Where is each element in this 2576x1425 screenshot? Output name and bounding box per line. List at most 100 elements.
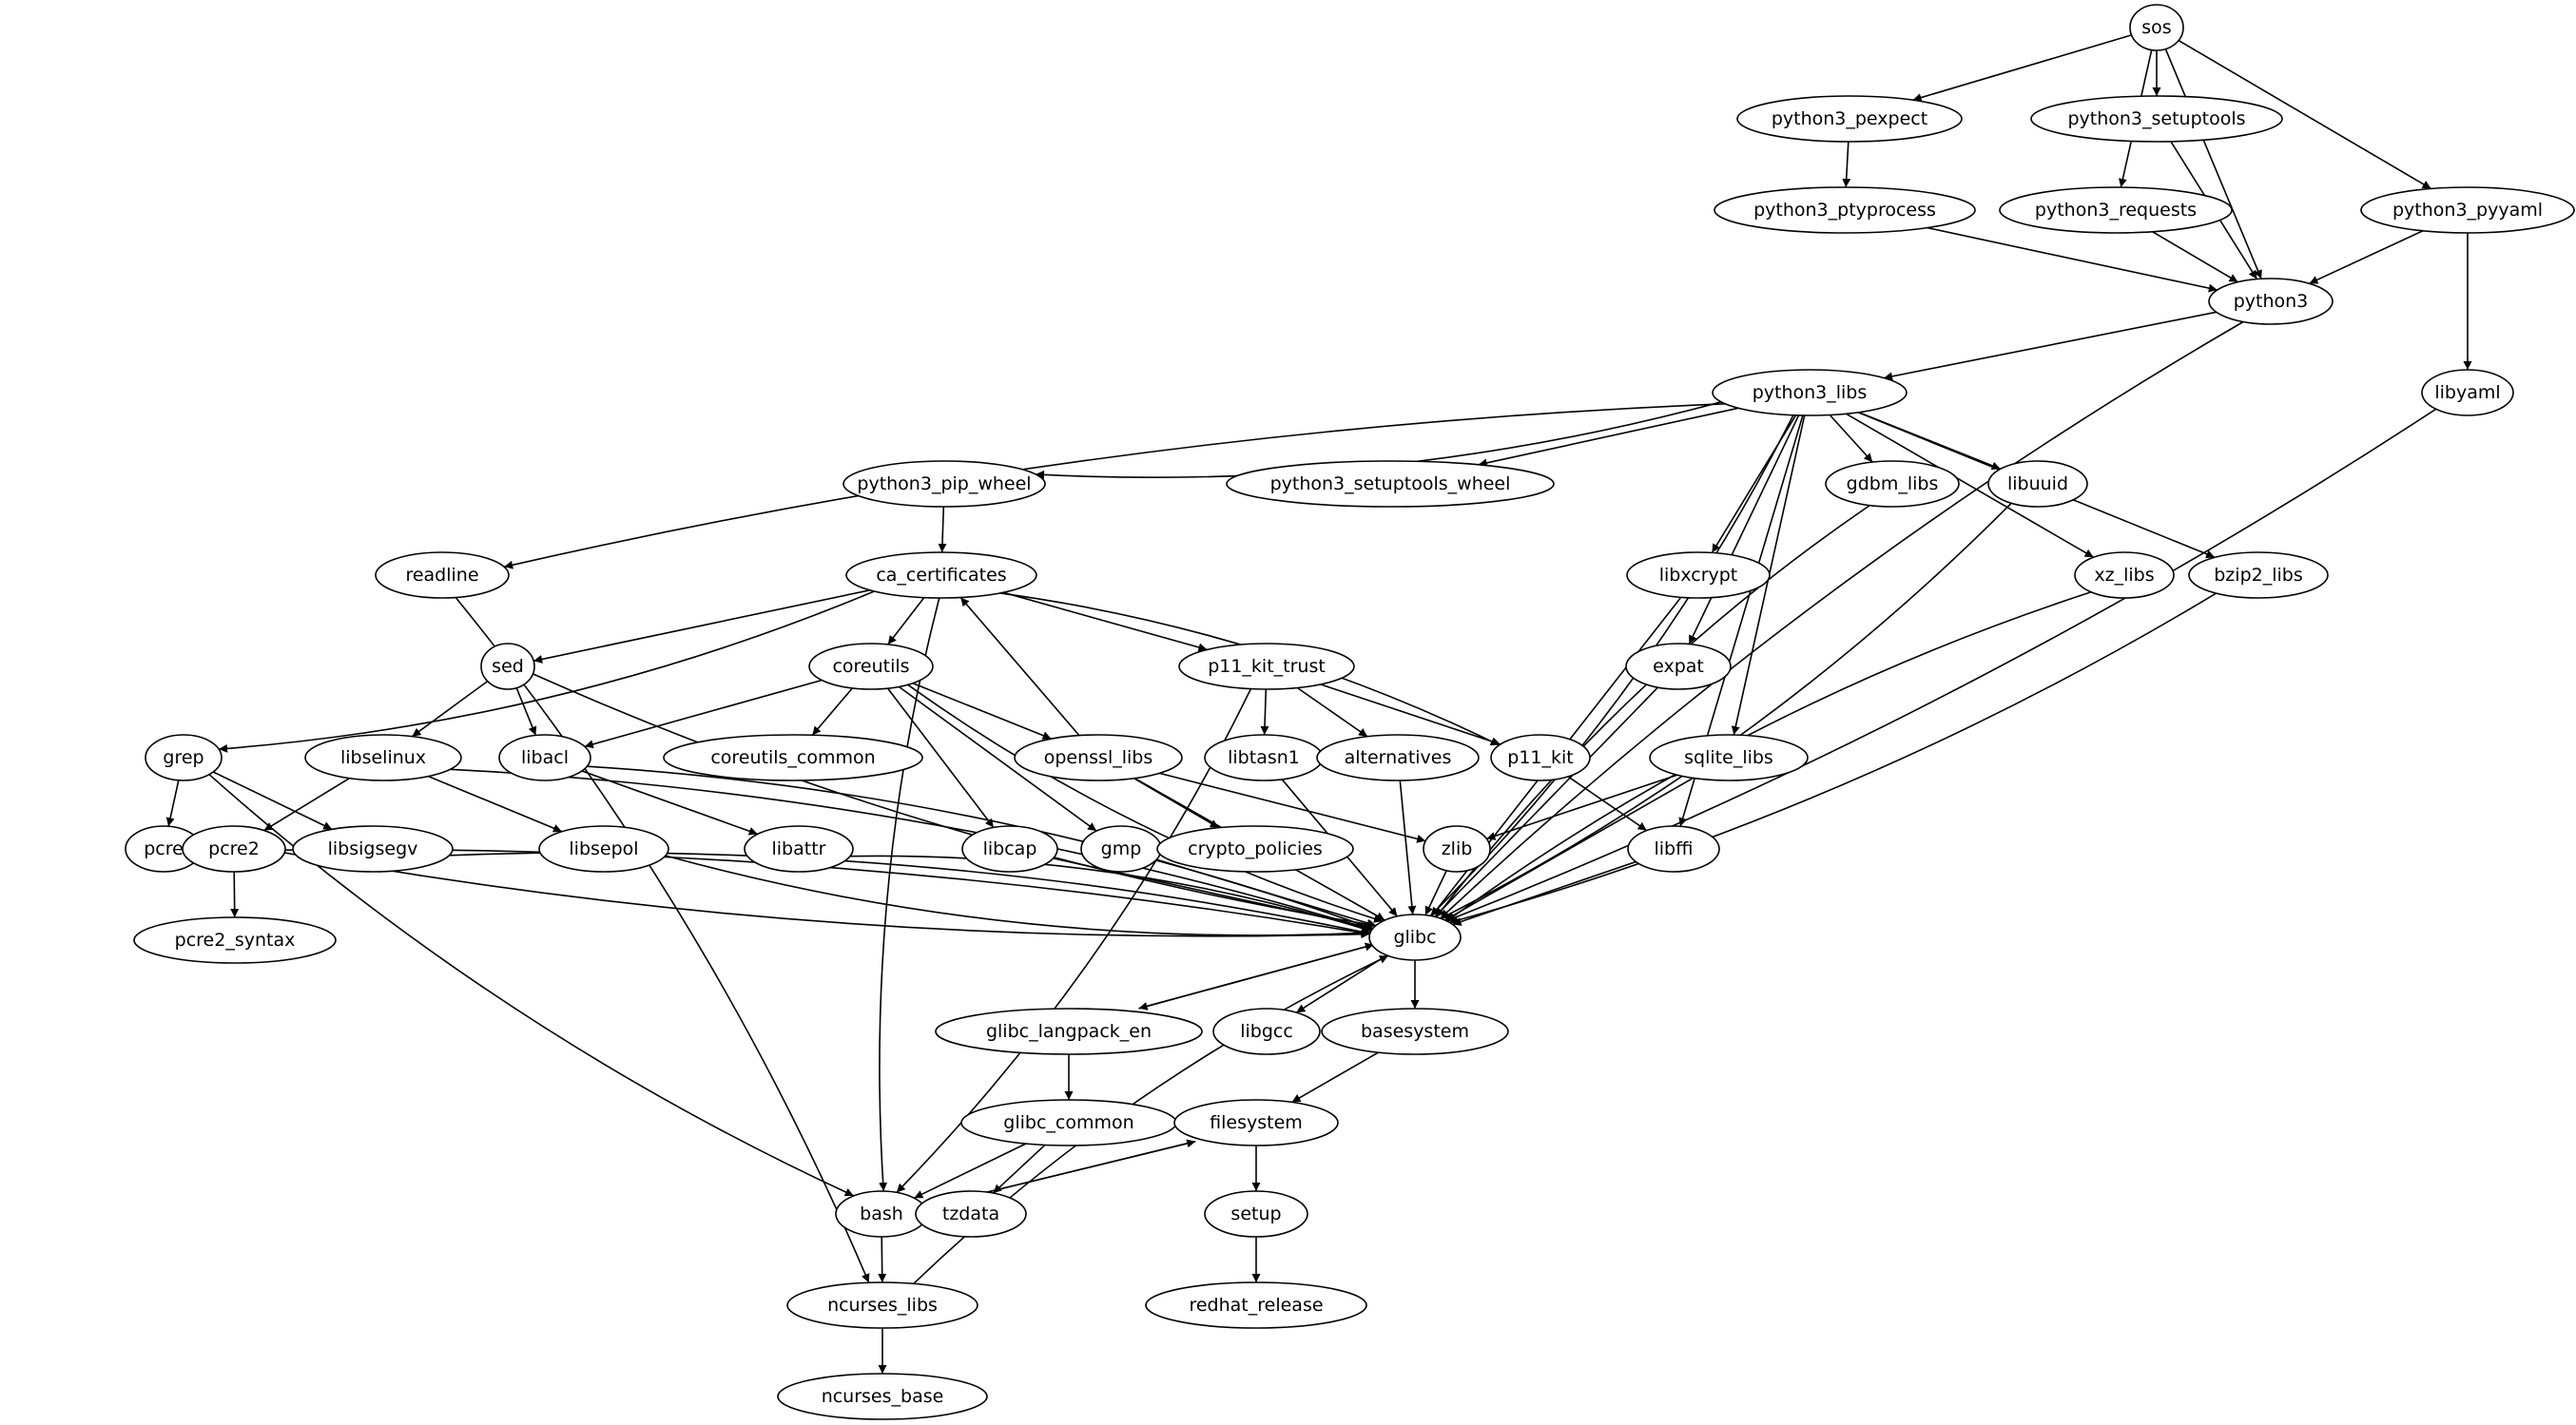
- node-python3_setuptools_wheel[interactable]: python3_setuptools_wheel: [1226, 460, 1555, 508]
- node-gdbm_libs[interactable]: gdbm_libs: [1825, 460, 1960, 508]
- node-basesystem[interactable]: basesystem: [1321, 1008, 1509, 1055]
- node-python3_libs[interactable]: python3_libs: [1712, 369, 1908, 416]
- node-shape: [1316, 734, 1480, 781]
- node-label: libyaml: [2434, 382, 2500, 403]
- node-p11_kit_trust[interactable]: p11_kit_trust: [1178, 643, 1355, 690]
- edge-python3_libs-to-python3_setuptools_wheel: [1478, 407, 1739, 468]
- node-gmp[interactable]: gmp: [1080, 825, 1162, 873]
- edge-line: [1053, 857, 1374, 931]
- node-openssl_libs[interactable]: openssl_libs: [1014, 734, 1183, 781]
- edge-coreutils-to-coreutils_common: [811, 687, 854, 736]
- node-ncurses_base[interactable]: ncurses_base: [777, 1373, 988, 1420]
- edge-ca_certificates-to-sed: [533, 589, 870, 664]
- node-ncurses_libs[interactable]: ncurses_libs: [786, 1281, 978, 1329]
- node-libcap[interactable]: libcap: [961, 825, 1058, 873]
- node-label: libgcc: [1240, 1021, 1293, 1042]
- node-label: openssl_libs: [1044, 747, 1153, 768]
- node-ca_certificates[interactable]: ca_certificates: [845, 551, 1037, 599]
- node-zlib[interactable]: zlib: [1423, 825, 1491, 873]
- node-readline[interactable]: readline: [375, 551, 510, 599]
- node-sed[interactable]: sed: [480, 643, 535, 690]
- node-xz_libs[interactable]: xz_libs: [2074, 551, 2175, 599]
- node-label: setup: [1230, 1204, 1281, 1224]
- node-libgcc[interactable]: libgcc: [1212, 1008, 1321, 1055]
- node-bzip2_libs[interactable]: bzip2_libs: [2188, 551, 2329, 599]
- node-shape: [843, 460, 1046, 508]
- node-pcre[interactable]: pcre: [125, 825, 203, 873]
- edge-ca_certificates-to-grep: [219, 590, 875, 753]
- node-libsigsegv[interactable]: libsigsegv: [292, 825, 454, 873]
- node-crypto_policies[interactable]: crypto_policies: [1156, 825, 1354, 873]
- edge-coreutils-to-glibc: [907, 684, 1384, 923]
- node-label: alternatives: [1345, 747, 1452, 768]
- node-coreutils[interactable]: coreutils: [808, 643, 934, 690]
- node-shape: [2421, 369, 2514, 416]
- node-sos[interactable]: sos: [2129, 4, 2184, 51]
- edge-line: [1002, 591, 1208, 652]
- node-alternatives[interactable]: alternatives: [1316, 734, 1480, 781]
- node-bash[interactable]: bash: [835, 1190, 928, 1238]
- node-filesystem[interactable]: filesystem: [1173, 1099, 1339, 1146]
- node-python3[interactable]: python3: [2208, 278, 2334, 325]
- node-label: sed: [492, 656, 524, 677]
- node-libffi[interactable]: libffi: [1627, 825, 1720, 873]
- edge-libselinux-to-glibc: [450, 768, 1372, 932]
- node-libattr[interactable]: libattr: [744, 825, 854, 873]
- node-shape: [2129, 4, 2184, 51]
- node-pcre2[interactable]: pcre2: [182, 825, 286, 873]
- node-libxcrypt[interactable]: libxcrypt: [1626, 551, 1771, 599]
- node-glibc_common[interactable]: glibc_common: [960, 1099, 1177, 1146]
- node-python3_pexpect[interactable]: python3_pexpect: [1736, 95, 1963, 143]
- edge-line: [1446, 408, 2437, 922]
- node-python3_pip_wheel[interactable]: python3_pip_wheel: [843, 460, 1046, 508]
- node-shape: [1423, 825, 1491, 873]
- node-shape: [744, 825, 854, 873]
- edge-python3_pexpect-to-python3_ptyprocess: [1842, 141, 1851, 188]
- node-label: python3_libs: [1753, 382, 1868, 403]
- node-glibc[interactable]: glibc: [1368, 914, 1462, 961]
- node-p11_kit[interactable]: p11_kit: [1490, 734, 1591, 781]
- node-label: xz_libs: [2094, 565, 2154, 586]
- edge-line: [1434, 686, 1659, 917]
- edge-readline-to-ncurses_libs: [455, 596, 870, 1283]
- node-expat[interactable]: expat: [1625, 643, 1732, 690]
- node-label: libattr: [772, 838, 826, 859]
- node-shape: [1625, 643, 1732, 690]
- edge-libacl-to-libattr: [581, 770, 758, 836]
- node-grep[interactable]: grep: [145, 734, 223, 781]
- node-python3_setuptools[interactable]: python3_setuptools: [2030, 95, 2283, 143]
- node-libselinux[interactable]: libselinux: [304, 734, 462, 781]
- edge-line: [1452, 860, 1637, 926]
- node-shape: [1156, 825, 1354, 873]
- node-label: python3: [2234, 291, 2309, 312]
- node-libuuid[interactable]: libuuid: [1987, 460, 2088, 508]
- node-redhat_release[interactable]: redhat_release: [1145, 1281, 1367, 1329]
- edge-bash-to-ncurses_libs: [878, 1236, 887, 1283]
- edge-coreutils-to-gmp: [898, 685, 1097, 832]
- node-libacl[interactable]: libacl: [498, 734, 591, 781]
- node-python3_ptyprocess[interactable]: python3_ptyprocess: [1714, 186, 1976, 234]
- node-libsepol[interactable]: libsepol: [538, 825, 669, 873]
- node-shape: [292, 825, 454, 873]
- node-label: coreutils: [832, 656, 909, 677]
- edge-sqlite_libs-to-zlib: [1486, 774, 1678, 840]
- edge-line: [1155, 858, 1377, 928]
- edge-bzip2_libs-to-glibc: [1449, 592, 2218, 925]
- edge-p11_kit_trust-to-libtasn1: [1260, 688, 1269, 736]
- node-setup[interactable]: setup: [1204, 1190, 1308, 1238]
- node-libyaml[interactable]: libyaml: [2421, 369, 2514, 416]
- node-pcre2_syntax[interactable]: pcre2_syntax: [133, 916, 337, 964]
- node-tzdata[interactable]: tzdata: [915, 1190, 1027, 1238]
- edge-line: [1260, 688, 1269, 736]
- node-shape: [1178, 643, 1355, 690]
- node-label: python3_ptyprocess: [1753, 200, 1936, 221]
- edge-line: [886, 687, 995, 828]
- node-libtasn1[interactable]: libtasn1: [1204, 734, 1324, 781]
- node-python3_requests[interactable]: python3_requests: [1999, 186, 2233, 234]
- edge-python3_libs-to-glibc: [1429, 414, 1794, 916]
- node-glibc_langpack_en[interactable]: glibc_langpack_en: [935, 1008, 1203, 1055]
- node-coreutils_common[interactable]: coreutils_common: [663, 734, 923, 781]
- node-python3_pyyaml[interactable]: python3_pyyaml: [2360, 186, 2575, 234]
- node-sqlite_libs[interactable]: sqlite_libs: [1649, 734, 1809, 781]
- edge-line: [1296, 686, 1368, 738]
